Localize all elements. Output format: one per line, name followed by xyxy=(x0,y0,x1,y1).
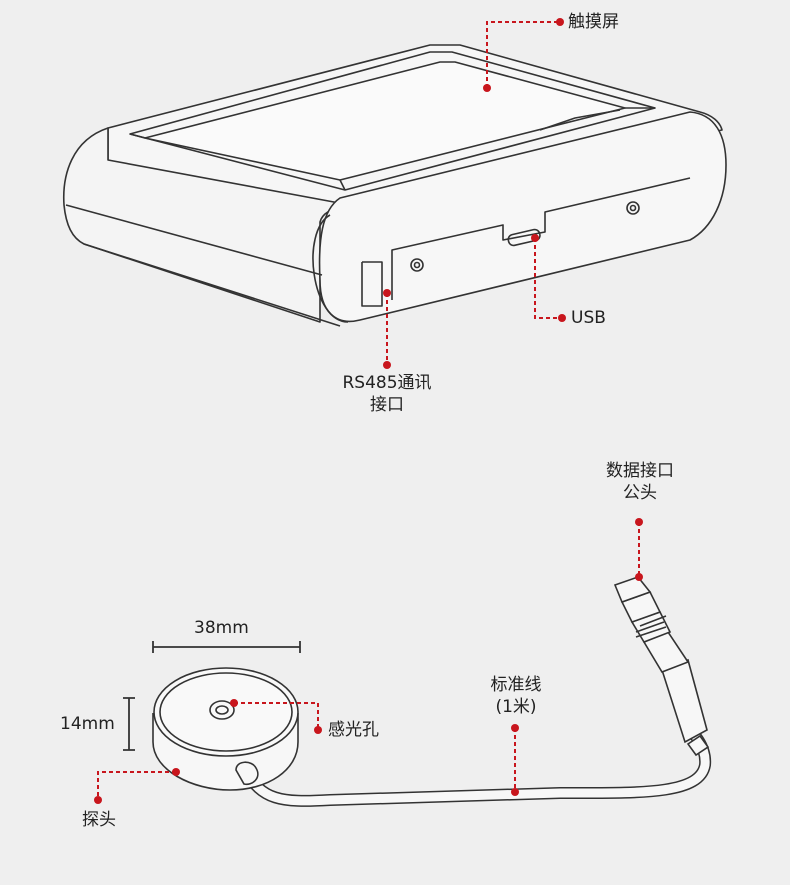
label-data-port-line1: 数据接口 xyxy=(606,461,674,481)
height-dimension-line xyxy=(123,697,135,751)
callout-dots xyxy=(94,18,643,804)
strain-relief xyxy=(235,761,259,786)
label-rs485: RS485通讯 接口 xyxy=(342,372,431,416)
screen-bezel xyxy=(129,51,656,191)
width-dimension-line xyxy=(152,641,301,653)
screw-left xyxy=(410,258,424,272)
callout-line-probe xyxy=(97,771,176,800)
label-data-port-line2: 公头 xyxy=(623,483,657,503)
label-rs485-line1: RS485通讯 xyxy=(342,373,432,393)
port-panel-outline xyxy=(361,177,691,307)
dimension-lines xyxy=(123,641,301,751)
callout-line-sensor xyxy=(234,702,319,730)
label-rs485-line2: 接口 xyxy=(370,395,404,415)
label-usb: USB xyxy=(571,308,606,328)
sensor-hole xyxy=(209,700,235,720)
callouts xyxy=(97,21,640,800)
device-body xyxy=(62,44,727,327)
callout-line-usb xyxy=(534,238,562,319)
label-sensor-hole: 感光孔 xyxy=(328,720,379,740)
label-cable-line2: (1米) xyxy=(495,697,537,717)
probe-top xyxy=(153,667,299,757)
connector-plug xyxy=(613,576,710,757)
label-data-port: 数据接口 公头 xyxy=(606,460,674,504)
label-touchscreen: 触摸屏 xyxy=(568,12,619,32)
device-seam-line xyxy=(65,204,323,276)
device-right-cap xyxy=(312,214,349,323)
label-width-dimension: 38mm xyxy=(194,618,249,638)
probe-assembly xyxy=(152,576,712,807)
label-cable: 标准线 (1米) xyxy=(491,674,542,718)
screen-glass xyxy=(144,61,626,181)
label-height-dimension: 14mm xyxy=(60,714,115,734)
screw-right xyxy=(626,201,640,215)
label-probe: 探头 xyxy=(82,810,116,830)
callout-line-touchscreen xyxy=(486,21,560,88)
usb-slot xyxy=(507,228,541,247)
label-cable-line1: 标准线 xyxy=(490,675,542,695)
